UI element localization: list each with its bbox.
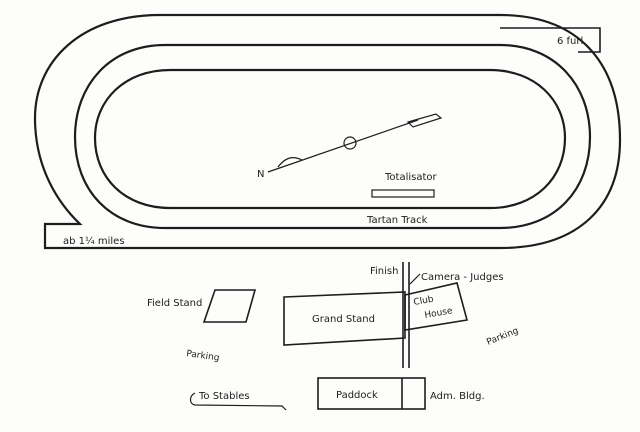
outer-track-edge xyxy=(33,13,622,250)
grand-stand xyxy=(283,291,406,346)
finish-label: Finish xyxy=(370,266,398,277)
field-stand xyxy=(202,289,257,323)
club-house-label-line1: Club xyxy=(413,295,435,308)
north-arrow-center-circle xyxy=(343,136,357,150)
north-arrow-feather xyxy=(406,113,443,128)
club-house-label-line2: House xyxy=(424,306,454,321)
camera-judges-label: Camera - Judges xyxy=(421,272,504,283)
north-arrow xyxy=(267,113,443,173)
club-house xyxy=(404,282,469,331)
distance-label: ab 1¼ miles xyxy=(63,235,125,247)
north-arrow-head xyxy=(277,157,303,168)
field-stand-label: Field Stand xyxy=(147,298,202,309)
to-stables-path xyxy=(189,392,287,411)
north-label: N xyxy=(257,169,264,180)
camera-judges-pointer xyxy=(409,273,421,285)
inner-track-line xyxy=(93,68,567,210)
totalisator-label: Totalisator xyxy=(384,172,438,183)
tartan-track-label: Tartan Track xyxy=(366,215,428,226)
paddock-building xyxy=(317,377,426,410)
parking-right-label: Parking xyxy=(485,326,520,348)
totalisator-bar xyxy=(371,189,435,198)
paddock-label: Paddock xyxy=(336,390,378,401)
six-furlong-chute xyxy=(500,27,601,53)
parking-left-label: Parking xyxy=(186,349,220,364)
adm-bldg-label: Adm. Bldg. xyxy=(430,391,485,402)
grand-stand-label: Grand Stand xyxy=(312,314,375,325)
middle-track-line xyxy=(73,43,592,230)
to-stables-label: To Stables xyxy=(198,391,250,402)
six-furlong-label: 6 furl xyxy=(557,36,583,47)
